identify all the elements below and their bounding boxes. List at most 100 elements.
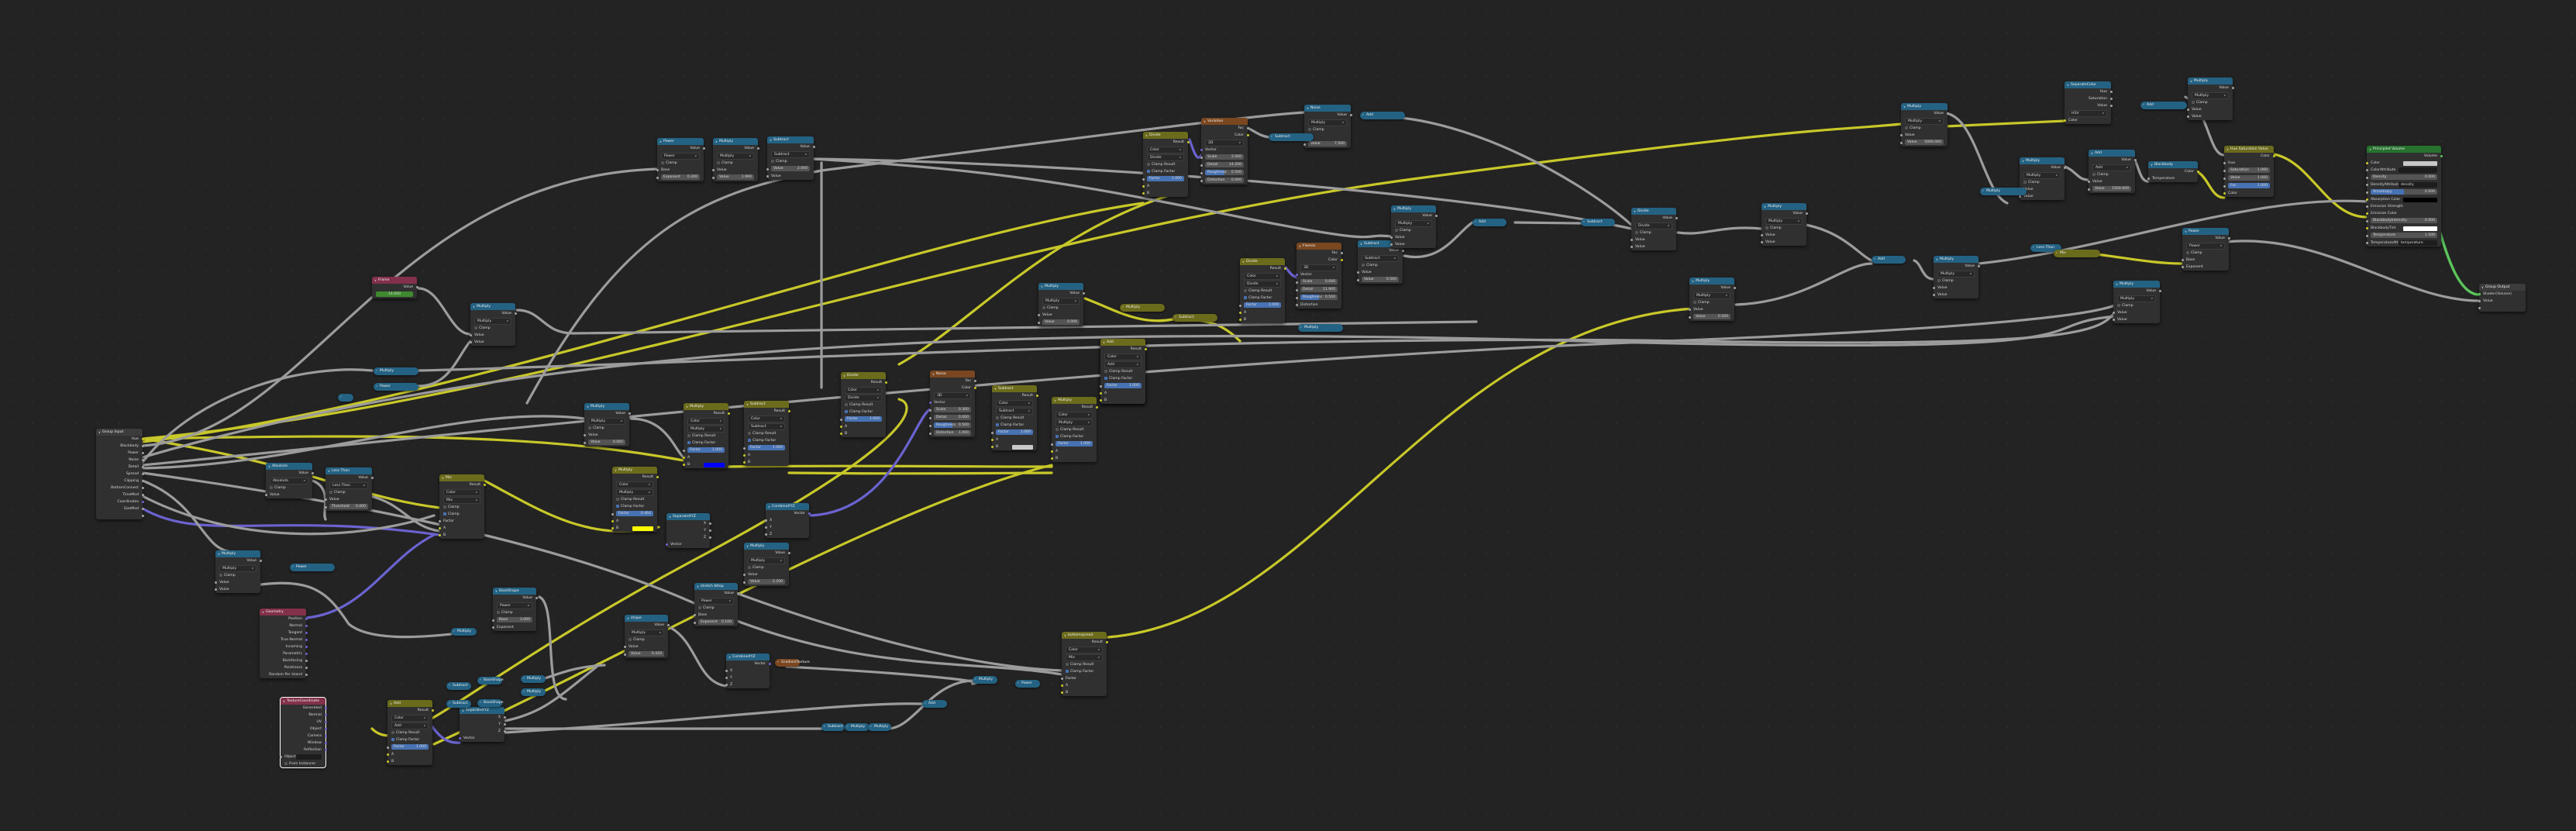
socket-dot-icon[interactable]	[2063, 167, 2066, 169]
socket-dot-icon[interactable]	[1238, 305, 1242, 307]
node-header[interactable]: Group Output	[2479, 284, 2526, 291]
socket-dot-icon[interactable]	[928, 425, 932, 427]
dropdown-multiply[interactable]: Multiply	[1308, 119, 1347, 126]
socket-dot-icon[interactable]	[812, 146, 815, 148]
socket-dot-icon[interactable]	[1060, 678, 1063, 680]
socket-dot-icon[interactable]	[324, 728, 327, 730]
socket-dot-icon[interactable]	[431, 709, 434, 712]
checkbox[interactable]	[329, 490, 332, 494]
socket-dot-icon[interactable]	[2109, 98, 2113, 100]
checkbox[interactable]	[2186, 250, 2189, 254]
socket-dot-icon[interactable]	[611, 513, 614, 515]
socket-dot-icon[interactable]	[2478, 300, 2481, 302]
socket-dot-icon[interactable]	[1688, 316, 1691, 319]
checkbox[interactable]	[391, 730, 394, 734]
socket-dot-icon[interactable]	[324, 506, 327, 509]
socket-dot-icon[interactable]	[469, 341, 472, 343]
dropdown-subtract[interactable]: Subtract	[1362, 255, 1399, 262]
dropdown-multiply[interactable]: Multiply	[616, 489, 653, 496]
socket-dot-icon[interactable]	[305, 660, 308, 662]
socket-dot-icon[interactable]	[305, 625, 308, 627]
socket-dot-icon[interactable]	[742, 581, 746, 584]
node-header[interactable]: Subtract	[744, 401, 789, 408]
node-flames[interactable]: FlamesFacColor3DVectorScale0.640Detail11…	[1295, 243, 1343, 309]
socket-dot-icon[interactable]	[884, 381, 887, 384]
socket-dot-icon[interactable]	[1050, 450, 1053, 453]
socket-dot-icon[interactable]	[2186, 109, 2189, 111]
dropdown-multiply[interactable]: Multiply	[2023, 172, 2061, 179]
node-variation[interactable]: VariationFacColor2DVectorScale2.000Detai…	[1200, 118, 1249, 184]
socket-dot-icon[interactable]	[305, 639, 308, 641]
dropdown-2d[interactable]: 2D	[1205, 140, 1244, 147]
collapsed-node-power[interactable]: Power	[1015, 680, 1040, 688]
dropdown-power[interactable]: Power	[698, 598, 734, 605]
dropdown-multiply[interactable]: Multiply	[1937, 271, 1975, 278]
node-header[interactable]: Divide	[1631, 208, 1676, 215]
socket-dot-icon[interactable]	[682, 464, 685, 466]
socket-dot-icon[interactable]	[2365, 205, 2368, 208]
socket-dot-icon[interactable]	[583, 434, 586, 436]
checkbox[interactable]	[474, 326, 477, 329]
dropdown-subtract[interactable]: Subtract	[748, 423, 785, 430]
socket-dot-icon[interactable]	[928, 402, 932, 404]
checkbox[interactable]	[1056, 427, 1059, 431]
socket-dot-icon[interactable]	[1295, 274, 1298, 276]
collapsed-node-multiply[interactable]: Multiply	[1298, 324, 1343, 332]
collapsed-node-subtract[interactable]: Subtract	[1269, 133, 1314, 141]
dropdown-subtract[interactable]: Subtract	[996, 408, 1033, 415]
socket-dot-icon[interactable]	[2365, 227, 2368, 229]
socket-dot-icon[interactable]	[768, 663, 771, 665]
socket-dot-icon[interactable]	[386, 747, 389, 749]
node-header[interactable]: TextureCoordinate	[281, 698, 325, 705]
socket-dot-icon[interactable]	[656, 476, 659, 478]
socket-dot-icon[interactable]	[839, 419, 842, 421]
socket-dot-icon[interactable]	[1035, 395, 1038, 397]
node-multiply[interactable]: MultiplyValueMultiplyClampValueValue0.00…	[1037, 283, 1085, 326]
socket-dot-icon[interactable]	[766, 168, 769, 171]
socket-dot-icon[interactable]	[708, 529, 711, 532]
socket-dot-icon[interactable]	[1060, 684, 1063, 687]
node-header[interactable]: SeparateXYZ	[666, 513, 710, 520]
text-field[interactable]	[296, 754, 322, 760]
socket-dot-icon[interactable]	[1760, 234, 1763, 236]
node-header[interactable]: Multiply	[1762, 203, 1806, 210]
node-header[interactable]: Divide	[1143, 132, 1188, 139]
collapsed-node-add[interactable]: Add	[1872, 256, 1906, 264]
collapsed-node-subtract[interactable]: Subtract	[446, 700, 471, 708]
checkbox[interactable]	[2192, 100, 2195, 104]
socket-dot-icon[interactable]	[1295, 304, 1298, 306]
dropdown-divide[interactable]: Divide	[845, 395, 882, 402]
node-header[interactable]: bottomspread	[1062, 632, 1107, 639]
socket-dot-icon[interactable]	[702, 147, 705, 150]
color-swatch[interactable]	[1012, 444, 1033, 450]
socket-dot-icon[interactable]	[1050, 457, 1053, 460]
socket-dot-icon[interactable]	[264, 494, 267, 496]
socket-dot-icon[interactable]	[214, 581, 217, 584]
node-header[interactable]: Noise	[1304, 105, 1351, 112]
checkbox[interactable]	[1104, 369, 1107, 373]
socket-dot-icon[interactable]	[2112, 312, 2115, 314]
socket-dot-icon[interactable]	[1946, 112, 1949, 115]
dropdown-multiply[interactable]: Multiply	[1905, 118, 1944, 125]
socket-dot-icon[interactable]	[438, 527, 441, 529]
socket-dot-icon[interactable]	[2231, 87, 2234, 89]
node-header[interactable]: Power	[2182, 228, 2229, 235]
node-header[interactable]: Multiply	[2020, 157, 2065, 164]
checkbox[interactable]	[661, 160, 664, 164]
socket-dot-icon[interactable]	[1733, 287, 1736, 289]
collapsed-node-add[interactable]: Add	[922, 700, 947, 708]
